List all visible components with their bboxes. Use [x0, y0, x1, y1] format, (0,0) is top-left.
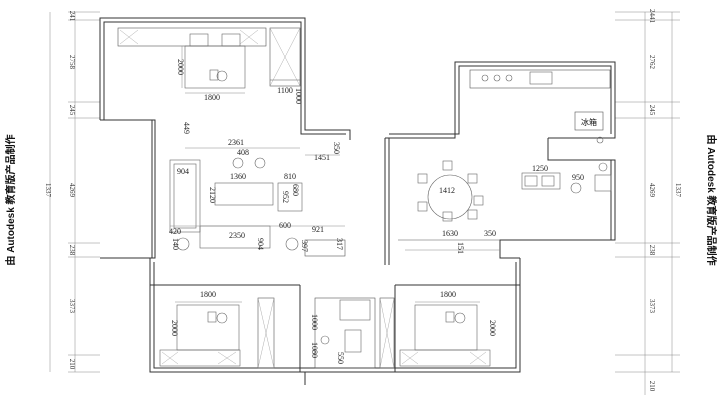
watermark-left: 由 Autodesk 教育版产品制作 [4, 134, 17, 265]
dim-397: 397 [300, 240, 309, 252]
right-dimension-ruler: 2441 2762 245 1337 4269 238 3373 210 [615, 9, 682, 395]
right-dim-7: 3373 [648, 299, 656, 314]
dim-350a: 350 [332, 142, 341, 154]
dining-area: 1412 1630 350 151 [398, 160, 500, 254]
bedroom-2: 1800 2000 [159, 290, 275, 369]
left-dim-5: 4269 [68, 183, 76, 198]
dim-904b: 904 [256, 238, 265, 250]
left-dim-2: 2758 [68, 55, 76, 70]
right-dim-8: 210 [648, 381, 656, 392]
dim-600: 600 [279, 221, 291, 230]
right-dim-1: 2441 [648, 9, 656, 24]
br1-height-label: 2000 [176, 59, 185, 75]
dim-1360: 1360 [230, 172, 246, 181]
dim-449: 449 [182, 122, 191, 134]
dim-420: 420 [169, 227, 181, 236]
master-bed [184, 45, 246, 89]
bathroom-middle: 1000 1080 550 [310, 297, 376, 369]
sofa [169, 159, 201, 233]
left-dim-1: 241 [68, 11, 76, 22]
dim-151: 151 [456, 242, 465, 254]
left-dim-6: 238 [68, 245, 76, 256]
right-dim-3: 245 [648, 105, 656, 116]
dim-408: 408 [237, 148, 249, 157]
master-bedroom: 2000 1800 1100 1000 [117, 27, 303, 104]
right-dim-5: 4269 [648, 183, 656, 198]
dim-680: 680 [291, 184, 300, 196]
dim-952: 952 [281, 191, 290, 203]
dim-2361: 2361 [228, 138, 244, 147]
dim-904: 904 [177, 167, 189, 176]
kitchen: 冰箱 [469, 69, 611, 144]
dim-1080: 1080 [310, 342, 319, 358]
br2-width-label: 1800 [200, 290, 216, 299]
outer-walls [99, 17, 616, 385]
dim-1250: 1250 [532, 164, 548, 173]
dim-317: 317 [335, 238, 344, 250]
left-dim-4: 1337 [44, 183, 52, 198]
br3-height-label: 2000 [488, 320, 497, 336]
dim-1451: 1451 [314, 153, 330, 162]
right-dim-4: 1337 [674, 183, 682, 198]
bathroom-right: 1250 950 [521, 162, 612, 194]
dim-1000: 1000 [310, 314, 319, 330]
dim-140: 140 [171, 238, 180, 250]
dim-550: 550 [336, 352, 345, 364]
right-dim-2: 2762 [648, 55, 656, 70]
dim-950: 950 [572, 173, 584, 182]
closet-1000-label: 1000 [294, 88, 303, 104]
left-dim-8: 210 [68, 359, 76, 370]
dim-921: 921 [312, 225, 324, 234]
interior-partitions [150, 284, 520, 372]
br1-width-label: 1800 [204, 93, 220, 102]
closet-1100-label: 1100 [277, 86, 293, 95]
left-dim-3: 245 [68, 105, 76, 116]
dim-350b: 350 [484, 229, 496, 238]
coffee-table [214, 182, 274, 206]
dim-2120: 2120 [208, 187, 217, 203]
fridge-label: 冰箱 [581, 117, 597, 127]
left-dim-7: 3373 [68, 299, 76, 314]
person-icon [216, 70, 228, 82]
living-room: 449 2361 408 1451 350 904 2120 1360 810 … [169, 122, 346, 257]
br3-width-label: 1800 [440, 290, 456, 299]
dining-table [427, 174, 473, 220]
br2-height-label: 2000 [170, 320, 179, 336]
dim-1412: 1412 [439, 186, 455, 195]
dim-2350: 2350 [229, 231, 245, 240]
watermark-right: 由 Autodesk 教育版产品制作 [705, 134, 718, 265]
fridge [574, 111, 604, 131]
dim-1630: 1630 [442, 229, 458, 238]
right-dim-6: 238 [648, 245, 656, 256]
dim-810: 810 [284, 172, 296, 181]
bedroom-3: 1800 2000 [379, 290, 497, 369]
left-dimension-ruler: 241 2758 245 1337 4269 238 3373 210 [44, 11, 100, 373]
